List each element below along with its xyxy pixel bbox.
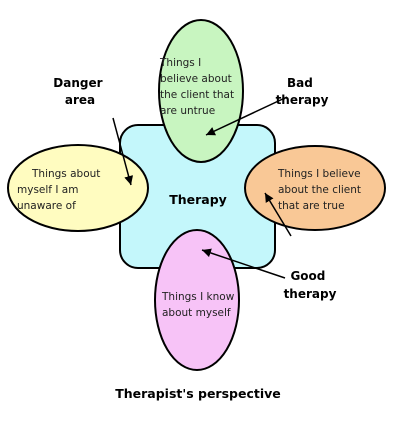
- left-ellipse-label: Things about myself I am unaware of: [17, 168, 104, 212]
- bottom-ellipse-label: Things I know about myself: [161, 291, 238, 319]
- good-therapy-arrow-bottom: [201, 248, 286, 279]
- bad-therapy-label: Bad therapy: [276, 76, 329, 107]
- therapy-label: Therapy: [169, 192, 227, 207]
- bad-therapy-arrow: [205, 96, 288, 136]
- ellipse-left: [7, 144, 149, 232]
- good-therapy-label: Good therapy: [284, 269, 337, 301]
- ellipse-right: [244, 145, 386, 231]
- danger-area-label: Danger area: [53, 76, 106, 107]
- ellipse-top: [158, 19, 244, 163]
- ellipse-bottom: [154, 229, 240, 371]
- danger-area-arrow: [112, 117, 134, 186]
- diagram-caption: Therapist's perspective: [115, 386, 281, 401]
- right-ellipse-label: Things I believe about the client that a…: [277, 168, 364, 212]
- top-ellipse-label: Things I believe about the client that a…: [159, 57, 237, 117]
- good-therapy-arrow-top: [264, 192, 292, 237]
